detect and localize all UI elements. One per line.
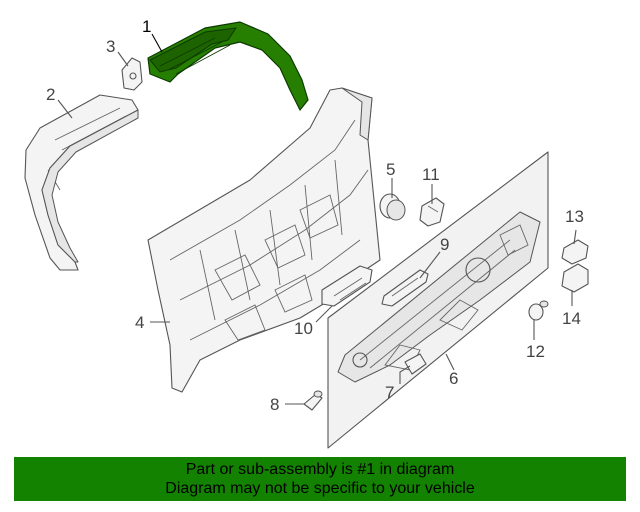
callout-1: 1 [142, 17, 151, 36]
callout-8: 8 [270, 395, 279, 414]
callout-3: 3 [106, 37, 115, 56]
callout-4: 4 [135, 313, 144, 332]
callout-2: 2 [46, 85, 55, 104]
part-12-grommet[interactable] [528, 300, 549, 321]
part-1-upper-garnish[interactable] [147, 21, 309, 111]
banner-line-1: Part or sub-assembly is #1 in diagram [185, 461, 455, 478]
callout-12: 12 [526, 342, 545, 361]
callout-9: 9 [440, 235, 449, 254]
callout-13: 13 [565, 207, 584, 226]
part-13-switch[interactable] [561, 239, 589, 265]
callout-7: 7 [385, 383, 394, 402]
leader-lines [57, 33, 577, 405]
part-11-cap[interactable] [419, 197, 445, 227]
part-3-clip[interactable] [121, 57, 143, 91]
part-6-lower-trim[interactable] [327, 151, 549, 449]
part-info-banner: Part or sub-assembly is #1 in diagram Di… [14, 457, 626, 501]
callout-5: 5 [386, 160, 395, 179]
part-2-side-trim[interactable] [24, 94, 139, 271]
part-10-bracket[interactable] [321, 265, 373, 307]
callout-10: 10 [294, 319, 313, 338]
callout-14: 14 [562, 309, 581, 328]
part-7-clip[interactable] [404, 353, 427, 375]
part-5-knob[interactable] [379, 193, 406, 221]
part-4-liftgate-panel[interactable] [147, 87, 381, 393]
part-9-handle[interactable] [381, 269, 429, 307]
parts-diagram: 1 2 3 4 5 6 7 8 9 10 11 12 13 14 [24, 17, 589, 449]
callout-6: 6 [449, 369, 458, 388]
part-8-bolt[interactable] [303, 390, 323, 411]
callout-labels: 1 2 3 4 5 6 7 8 9 10 11 12 13 14 [46, 17, 584, 414]
part-14-switch[interactable] [561, 263, 589, 293]
banner-line-2: Diagram may not be specific to your vehi… [165, 480, 475, 497]
callout-11: 11 [422, 165, 440, 184]
